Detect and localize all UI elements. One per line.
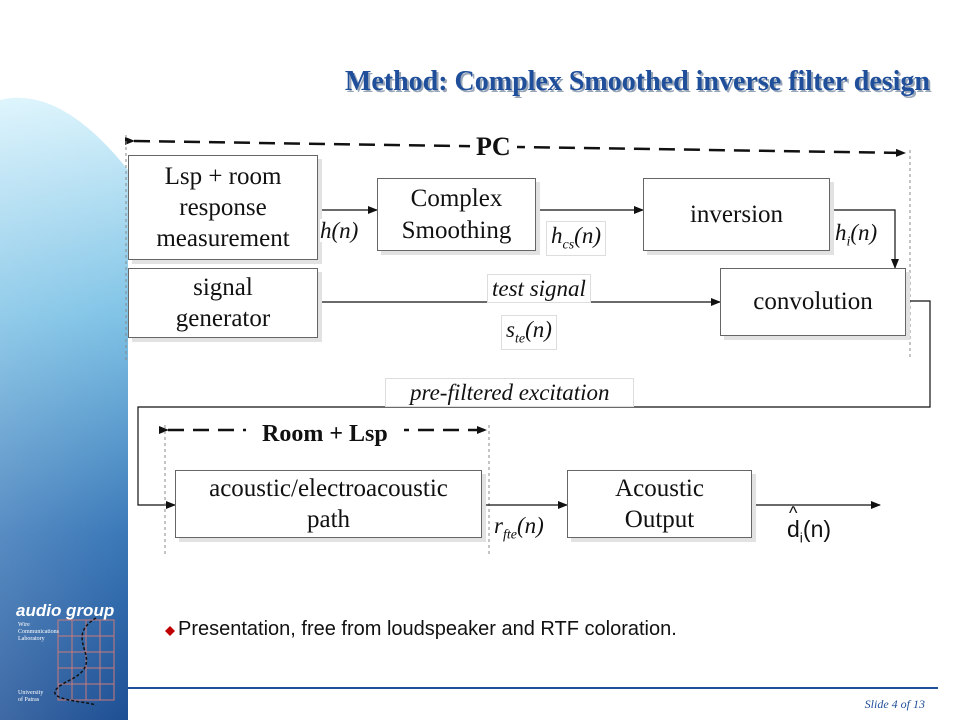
audio-group-logo xyxy=(54,617,115,706)
hcs-label: hcs(n) xyxy=(546,221,606,256)
test-signal-label: test signal xyxy=(487,274,591,303)
bullet-text: Presentation, free from loudspeaker and … xyxy=(178,618,677,640)
sidebar-decoration xyxy=(0,97,128,720)
di-hat-label: ^di(n) xyxy=(787,503,832,546)
pc-label: PC xyxy=(470,132,517,162)
slide-number: Slide 4 of 13 xyxy=(864,697,925,711)
convolution-box: convolution xyxy=(720,268,906,336)
slide-title: Method: Complex Smoothed inverse filter … xyxy=(344,66,930,97)
logo-title: audio group xyxy=(16,601,115,620)
inversion-box: inversion xyxy=(643,178,830,251)
h-n-label: h(n) xyxy=(320,218,359,243)
prefiltered-excitation-label: pre-filtered excitation xyxy=(385,378,635,407)
ste-label: ste(n) xyxy=(501,315,557,350)
rfte-label: rfte(n) xyxy=(494,513,544,543)
hi-label: hi(n) xyxy=(835,220,878,250)
room-lsp-label: Room + Lsp xyxy=(246,420,404,448)
bullet-marker xyxy=(165,626,175,636)
